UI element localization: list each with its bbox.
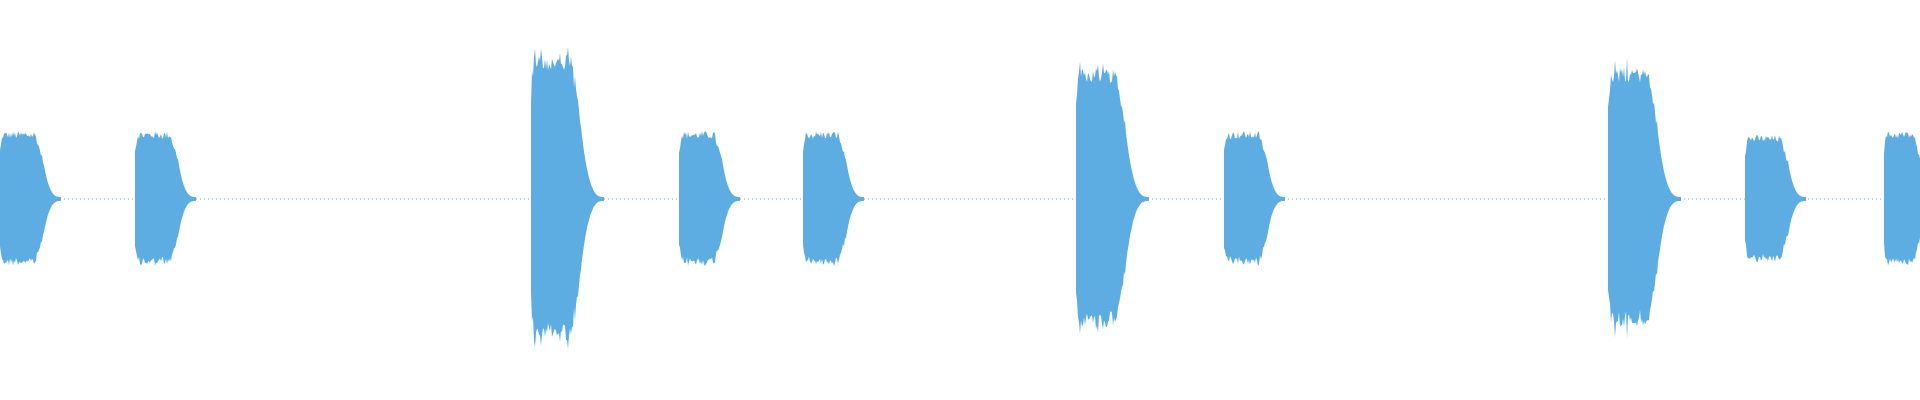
waveform-burst-7 (1224, 131, 1285, 266)
waveform-burst-6 (1076, 61, 1149, 334)
waveform-burst-10 (1884, 131, 1920, 266)
waveform-burst-8 (1608, 57, 1681, 339)
waveform-burst-1 (0, 131, 61, 266)
waveform-burst-5 (803, 131, 864, 267)
waveform-bursts (0, 46, 1920, 349)
waveform-burst-2 (135, 131, 196, 266)
waveform-burst-9 (1745, 135, 1806, 263)
waveform-burst-4 (679, 131, 740, 267)
waveform-burst-3 (531, 46, 604, 349)
